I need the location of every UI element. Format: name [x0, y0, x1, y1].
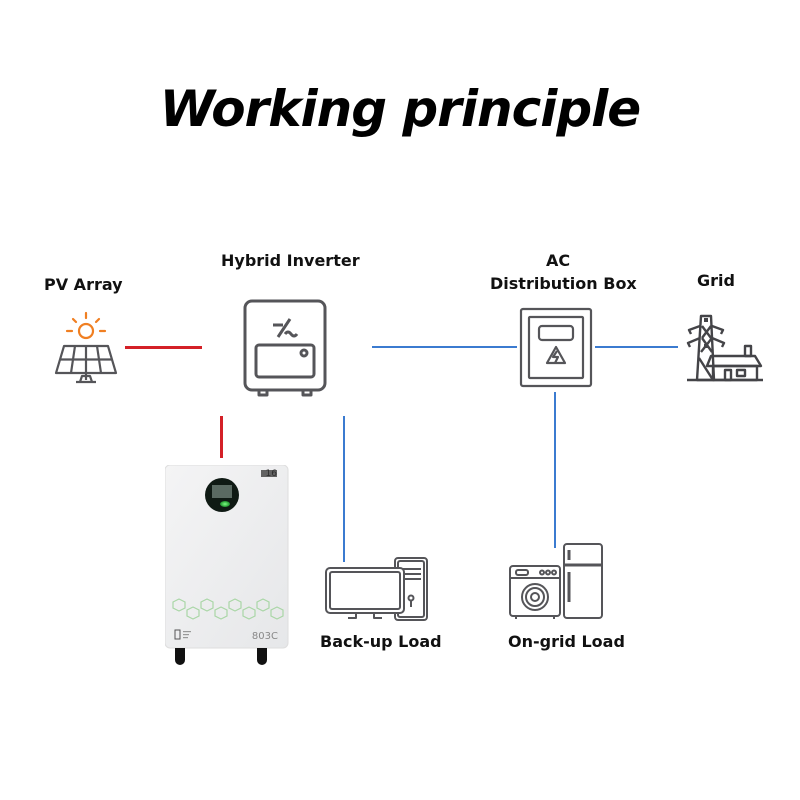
pv-array-label: PV Array [44, 275, 123, 294]
distribution-box-icon [519, 307, 593, 389]
hybrid-inverter-label: Hybrid Inverter [221, 251, 360, 270]
line-inverter-to-acbox [372, 346, 517, 348]
grid-label: Grid [697, 271, 735, 290]
backup-load-label: Back-up Load [320, 632, 442, 651]
solar-panel-icon [48, 310, 124, 386]
washer-fridge-icon [508, 542, 604, 620]
line-acbox-to-grid [595, 346, 678, 348]
ac-box-label-line2: Distribution Box [490, 274, 637, 293]
battery-model: 803C [252, 631, 278, 642]
ac-box-label-line1: AC [545, 251, 571, 270]
line-inverter-to-battery [220, 416, 223, 458]
diagram-title: Working principle [159, 80, 641, 138]
battery-unit-image: 16 803C [165, 465, 289, 667]
computer-icon [324, 556, 430, 622]
inverter-icon [242, 298, 328, 398]
line-inverter-to-backup [343, 416, 345, 562]
line-acbox-to-ongrid [554, 392, 556, 548]
line-pv-to-inverter [125, 346, 202, 349]
power-tower-house-icon [685, 308, 765, 384]
ongrid-load-label: On-grid Load [508, 632, 625, 651]
